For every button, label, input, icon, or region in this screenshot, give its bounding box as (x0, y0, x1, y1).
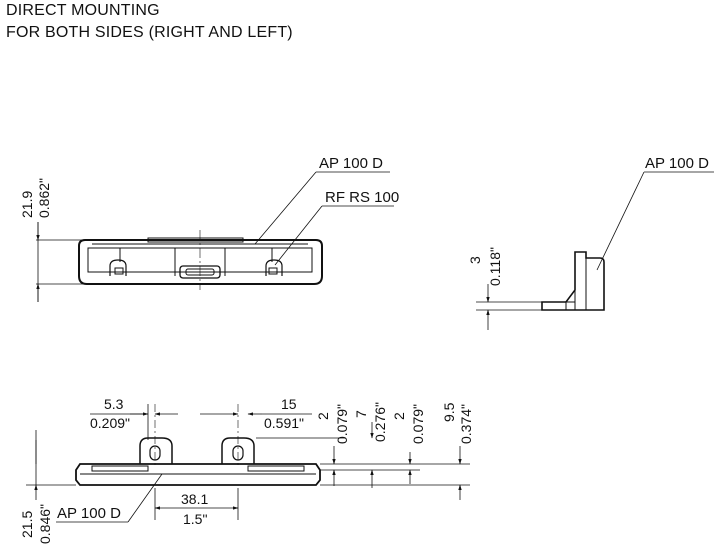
thick2-in: 0.276" (372, 402, 388, 442)
hole-offset-in: 0.209" (90, 415, 130, 431)
thick4-mm: 9.5 (441, 402, 457, 422)
bottom-height-mm: 21.5 (19, 511, 35, 538)
bottom-view (26, 404, 470, 523)
front-ap-label: AP 100 D (319, 155, 383, 172)
front-height-mm: 21.9 (19, 191, 35, 218)
thick3-mm: 2 (391, 412, 407, 420)
side-height-in: 0.118" (487, 247, 503, 286)
front-view (36, 171, 394, 302)
thick1-mm: 2 (315, 412, 331, 420)
width-mm: 38.1 (181, 491, 208, 507)
title-line-1: DIRECT MOUNTING (6, 2, 160, 19)
thick2-mm: 7 (353, 410, 369, 418)
title-line-2: FOR BOTH SIDES (RIGHT AND LEFT) (6, 24, 293, 41)
thick4-in: 0.374" (458, 404, 474, 444)
side-ap-label: AP 100 D (645, 155, 709, 172)
side-view (476, 171, 714, 330)
hole-pitch-in: 0.591" (264, 415, 304, 431)
thick3-in: 0.079" (410, 404, 426, 444)
bottom-height-in: 0.846" (37, 504, 53, 544)
side-height-mm: 3 (467, 256, 483, 264)
width-in: 1.5" (183, 511, 207, 527)
bottom-ap-label: AP 100 D (57, 505, 121, 522)
hole-pitch-mm: 15 (281, 396, 297, 412)
front-rf-label: RF RS 100 (325, 189, 399, 206)
thick1-in: 0.079" (334, 404, 350, 444)
front-height-in: 0.862" (36, 178, 52, 218)
hole-offset-mm: 5.3 (104, 396, 124, 412)
